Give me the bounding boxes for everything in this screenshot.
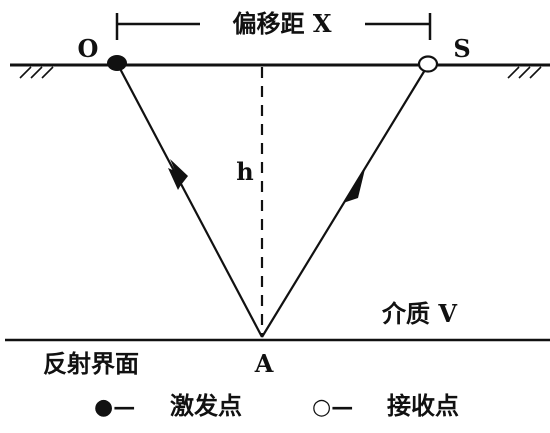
source-point-marker bbox=[107, 55, 127, 71]
receiver-point-label: S bbox=[453, 34, 470, 63]
medium-label: 介质 V bbox=[381, 299, 457, 328]
legend: ●— 激发点 ○— 接收点 bbox=[94, 391, 459, 420]
offset-dimension bbox=[115, 13, 432, 40]
legend-source-label: 激发点 bbox=[170, 391, 242, 420]
legend-source-item: ●— 激发点 bbox=[94, 391, 242, 420]
ground-hatch-right bbox=[507, 66, 542, 79]
legend-receiver-symbol: ○— bbox=[312, 394, 353, 420]
incident-ray-arrow bbox=[168, 168, 186, 190]
legend-receiver-label: 接收点 bbox=[387, 391, 459, 420]
depth-label: h bbox=[236, 157, 253, 186]
incident-ray bbox=[116, 62, 263, 338]
legend-source-symbol: ●— bbox=[94, 394, 135, 420]
reflected-ray-arrow bbox=[343, 169, 365, 203]
legend-receiver-item: ○— 接收点 bbox=[312, 391, 459, 420]
ground-hatch-left bbox=[19, 66, 54, 79]
reflector-label: 反射界面 bbox=[43, 349, 139, 378]
source-point-label: O bbox=[78, 34, 99, 63]
receiver-point-marker bbox=[417, 55, 439, 73]
reflection-point-label: A bbox=[254, 349, 274, 378]
incident-ray-arrow-body bbox=[170, 159, 188, 185]
offset-label: 偏移距 X bbox=[233, 9, 332, 38]
